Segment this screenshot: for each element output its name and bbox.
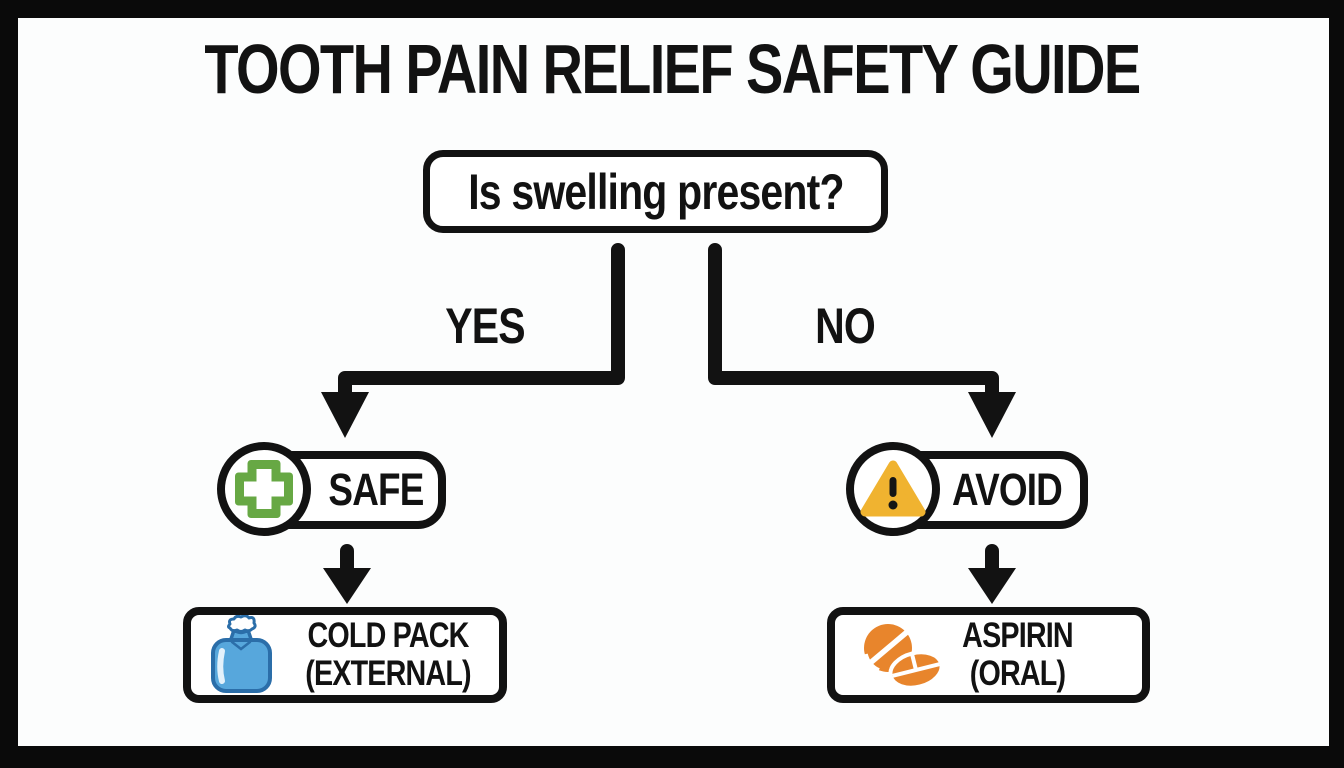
no-arrowhead-icon bbox=[968, 392, 1016, 438]
coldpack-result-box: COLD PACK (EXTERNAL) bbox=[183, 607, 507, 703]
coldpack-line1: COLD PACK bbox=[307, 615, 469, 655]
yes-branch-label: YES bbox=[445, 298, 525, 354]
yes-branch-line bbox=[338, 243, 625, 401]
decision-box: Is swelling present? bbox=[423, 150, 888, 233]
aspirin-pills-icon bbox=[864, 624, 943, 689]
yes-arrowhead-icon bbox=[321, 392, 369, 438]
no-branch-label: NO bbox=[815, 298, 876, 354]
decision-question-text: Is swelling present? bbox=[467, 163, 844, 220]
safe-badge-label: SAFE bbox=[328, 464, 424, 515]
coldpack-result-text: COLD PACK (EXTERNAL) bbox=[297, 615, 479, 694]
aspirin-result-box: ASPIRIN (ORAL) bbox=[827, 607, 1150, 703]
no-branch-line bbox=[708, 243, 999, 401]
coldpack-line2: (EXTERNAL) bbox=[305, 654, 471, 693]
poster-title: TOOTH PAIN RELIEF SAFETY GUIDE bbox=[204, 30, 1141, 108]
aspirin-line2: (ORAL) bbox=[969, 654, 1066, 693]
aspirin-arrowhead-icon bbox=[968, 568, 1016, 604]
safe-badge-circle bbox=[217, 442, 311, 536]
coldpack-arrowhead-icon bbox=[323, 568, 371, 604]
avoid-badge-circle bbox=[846, 442, 940, 536]
avoid-badge-label: AVOID bbox=[951, 464, 1063, 515]
warning-triangle-icon bbox=[860, 460, 926, 517]
cold-pack-icon bbox=[211, 615, 272, 693]
aspirin-result-text: ASPIRIN (ORAL) bbox=[962, 615, 1137, 694]
aspirin-line1: ASPIRIN bbox=[962, 615, 1073, 655]
green-cross-icon bbox=[235, 460, 293, 518]
